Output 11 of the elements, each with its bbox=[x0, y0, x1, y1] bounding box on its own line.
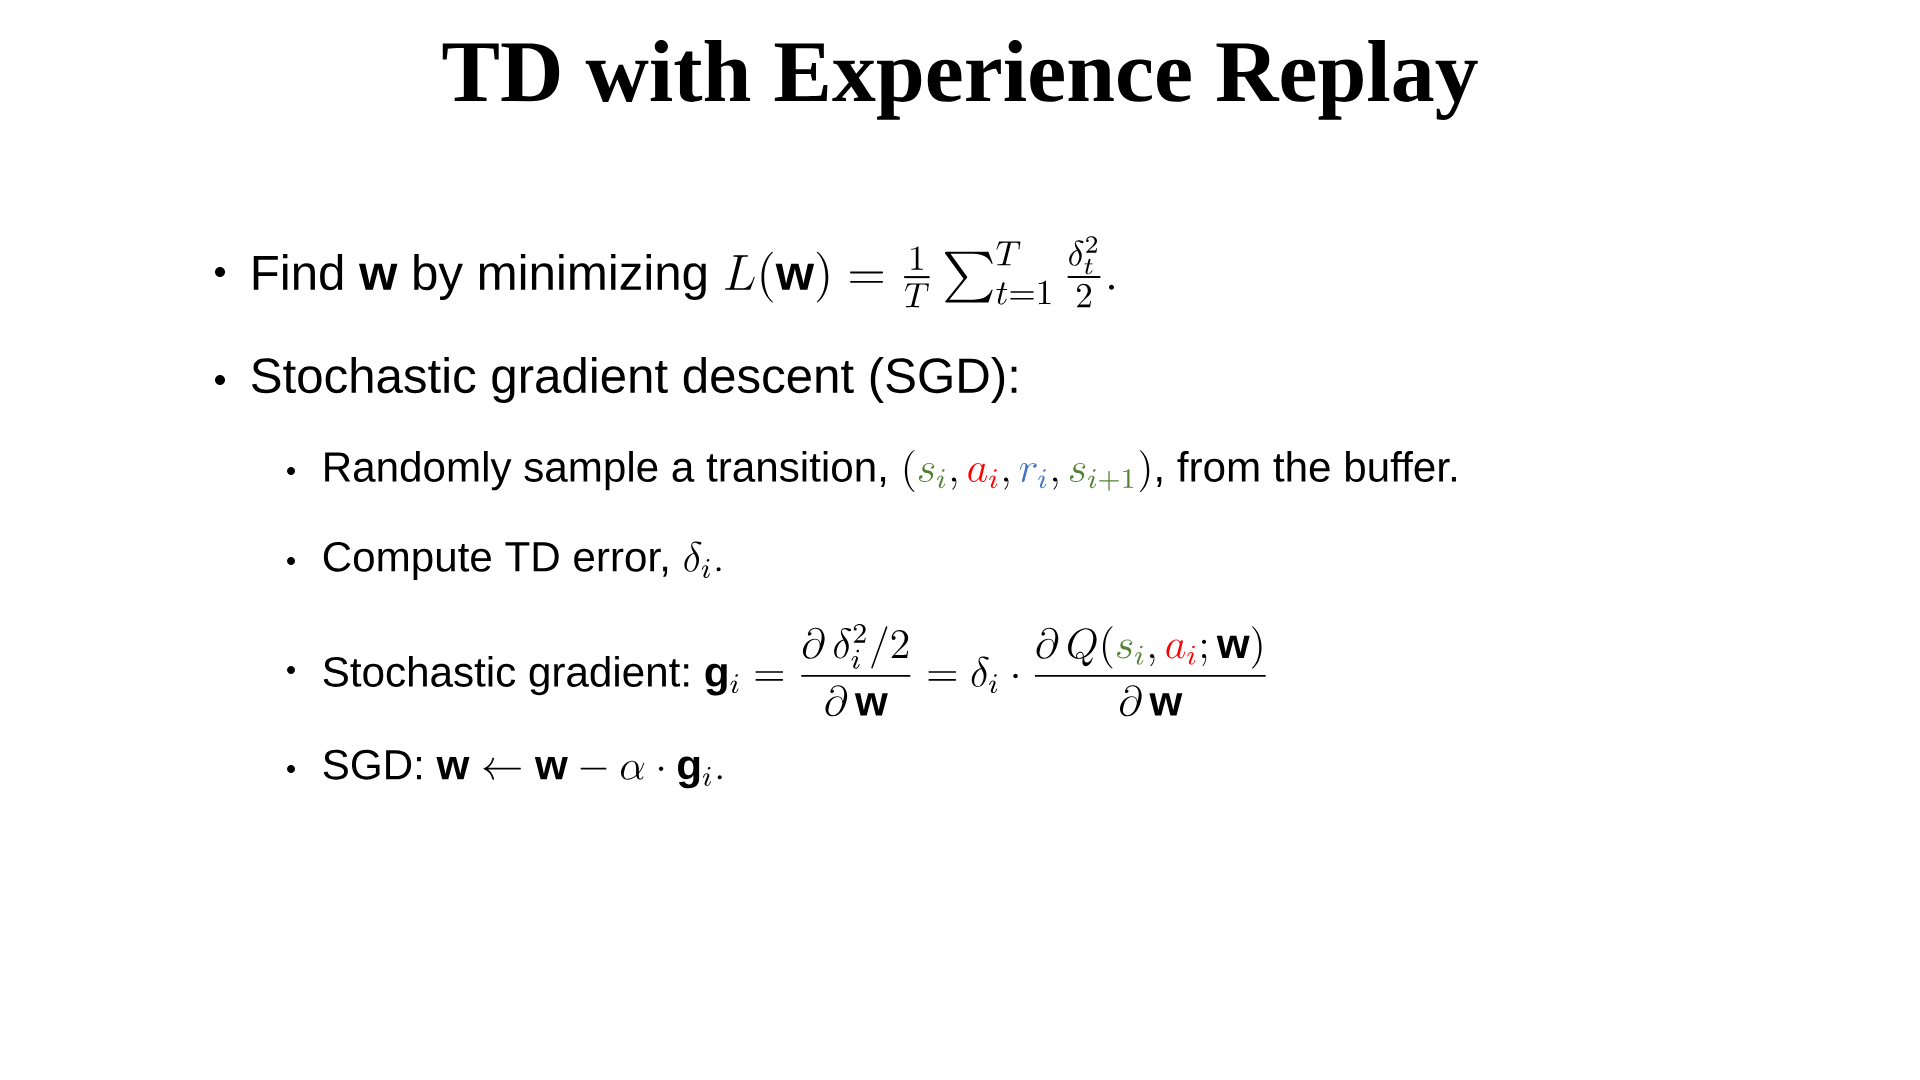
bullet-text: Randomly sample a transition, $(\textcolor[HTML]{548235}{s_i},\textcolor[HTML]{FF0000}{a_i},\textcolor[HTML]{4472C4}{r_i},\textcolor[HTML]{548235}{s_{i+1}})$ , from the buffer. bbox=[325, 449, 1456, 493]
bullet-text: Stochastic gradient: $\mathbf{g}_i = \frac{\partial\, \delta_i^2/2}{\partial\, \mathbf{w}} = \delta_i \cdot \frac{\partial\, Q(\textcolor[HTML]{548235}{s_i},\textcolor[HTML]{FF0000}{a_i};\mathbf{w})}{\partial\, \mathbf{w}}$ bbox=[323, 624, 1266, 717]
bullet-text: Find $\mathbf{w}$ by minimizing $L(\mathbf{w}) = \frac{1}{T}\sum_{t=1}^{T}\frac{\delta_t^2}{2}.$ bbox=[253, 236, 1114, 308]
label: $L(\mathbf{w}) = \frac{1}{T}\sum_{t=1}^{T}\frac{\delta_t^2}{2}.$ bbox=[725, 236, 1114, 308]
bullet-text: Compute TD error, $\delta_i.$ bbox=[323, 541, 721, 581]
slide-title: TD with Experience Replay bbox=[442, 40, 1478, 120]
bullet-text: SGD: $\mathbf{w} \leftarrow \mathbf{w} - \alpha \cdot \mathbf{g}_i.$ bbox=[323, 749, 722, 789]
label: $\mathbf{w}$ bbox=[358, 263, 398, 290]
label: Find bbox=[253, 254, 343, 291]
label: by minimizing bbox=[414, 254, 706, 300]
bullet-text: Stochastic gradient descent (SGD): bbox=[252, 357, 1017, 403]
